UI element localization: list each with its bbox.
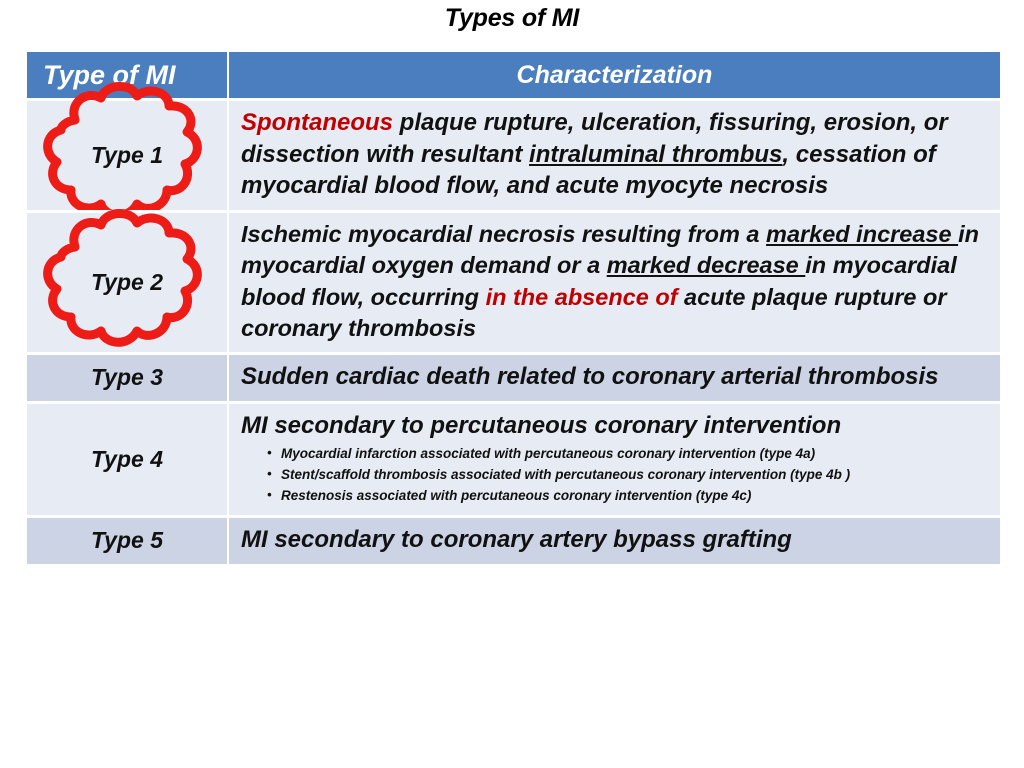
type-label: Type 1 — [90, 142, 163, 168]
text-segment-highlight: Spontaneous — [241, 109, 394, 136]
type-cell-5: Type 5 — [27, 515, 227, 564]
table-row: Type 4 MI secondary to percutaneous coro… — [27, 400, 1000, 516]
table-row: Type 2 Ischemic myocardial necrosis resu… — [27, 208, 1000, 353]
table-row: Type 1 Spontaneous plaque rupture, ulcer… — [27, 81, 1000, 220]
table-row: Type 5 MI secondary to coronary artery b… — [27, 515, 1000, 564]
list-item: Restenosis associated with percutaneous … — [267, 485, 990, 507]
characterization-cell-3: Sudden cardiac death related to coronary… — [227, 352, 1000, 401]
table-header-row: Type of MI Characterization — [27, 52, 1000, 98]
type-cell-2: Type 2 — [27, 208, 227, 353]
text-segment-underlined: marked decrease — [606, 252, 806, 279]
column-header-type-of-mi: Type of MI — [27, 52, 227, 98]
text-segment: Sudden cardiac death related to coronary… — [241, 363, 939, 391]
types-of-mi-table: Type of MI Characterization Type 1 Spont… — [27, 52, 1000, 564]
table-row: Type 3 Sudden cardiac death related to c… — [27, 352, 1000, 401]
characterization-cell-2: Ischemic myocardial necrosis resulting f… — [227, 210, 1000, 353]
list-item: Myocardial infarction associated with pe… — [267, 443, 990, 465]
text-segment: in myocardial oxygen demand or a — [241, 221, 979, 279]
text-segment: acute plaque rupture or coronary thrombo… — [241, 283, 947, 341]
column-header-characterization: Characterization — [227, 52, 1000, 98]
text-segment: , cessation of myocardial blood flow, an… — [241, 140, 936, 200]
characterization-cell-4: MI secondary to percutaneous coronary in… — [227, 400, 1000, 516]
page-title: Types of MI — [444, 4, 580, 32]
type-cell-3: Type 3 — [27, 352, 227, 401]
list-item: Stent/scaffold thrombosis associated wit… — [267, 464, 990, 486]
characterization-cell-1: Spontaneous plaque rupture, ulceration, … — [227, 98, 1000, 211]
type-cell-1: Type 1 — [27, 81, 227, 220]
type-4-subtype-list: Myocardial infarction associated with pe… — [241, 443, 990, 507]
text-segment: plaque rupture, ulceration, fissuring, e… — [241, 109, 948, 168]
characterization-main-text: MI secondary to percutaneous coronary in… — [241, 411, 842, 439]
text-segment-underlined: marked increase — [766, 221, 959, 248]
type-label: Type 2 — [90, 269, 163, 296]
text-segment: MI secondary to coronary artery bypass g… — [241, 526, 792, 554]
text-segment: Ischemic myocardial necrosis resulting f… — [241, 221, 767, 248]
type-cell-4: Type 4 — [27, 400, 227, 516]
characterization-cell-5: MI secondary to coronary artery bypass g… — [227, 515, 1000, 564]
text-segment-highlight: in the absence of — [485, 283, 678, 310]
text-segment-underlined: intraluminal thrombus — [529, 140, 783, 168]
text-segment: in myocardial blood flow, occurring — [241, 252, 957, 310]
